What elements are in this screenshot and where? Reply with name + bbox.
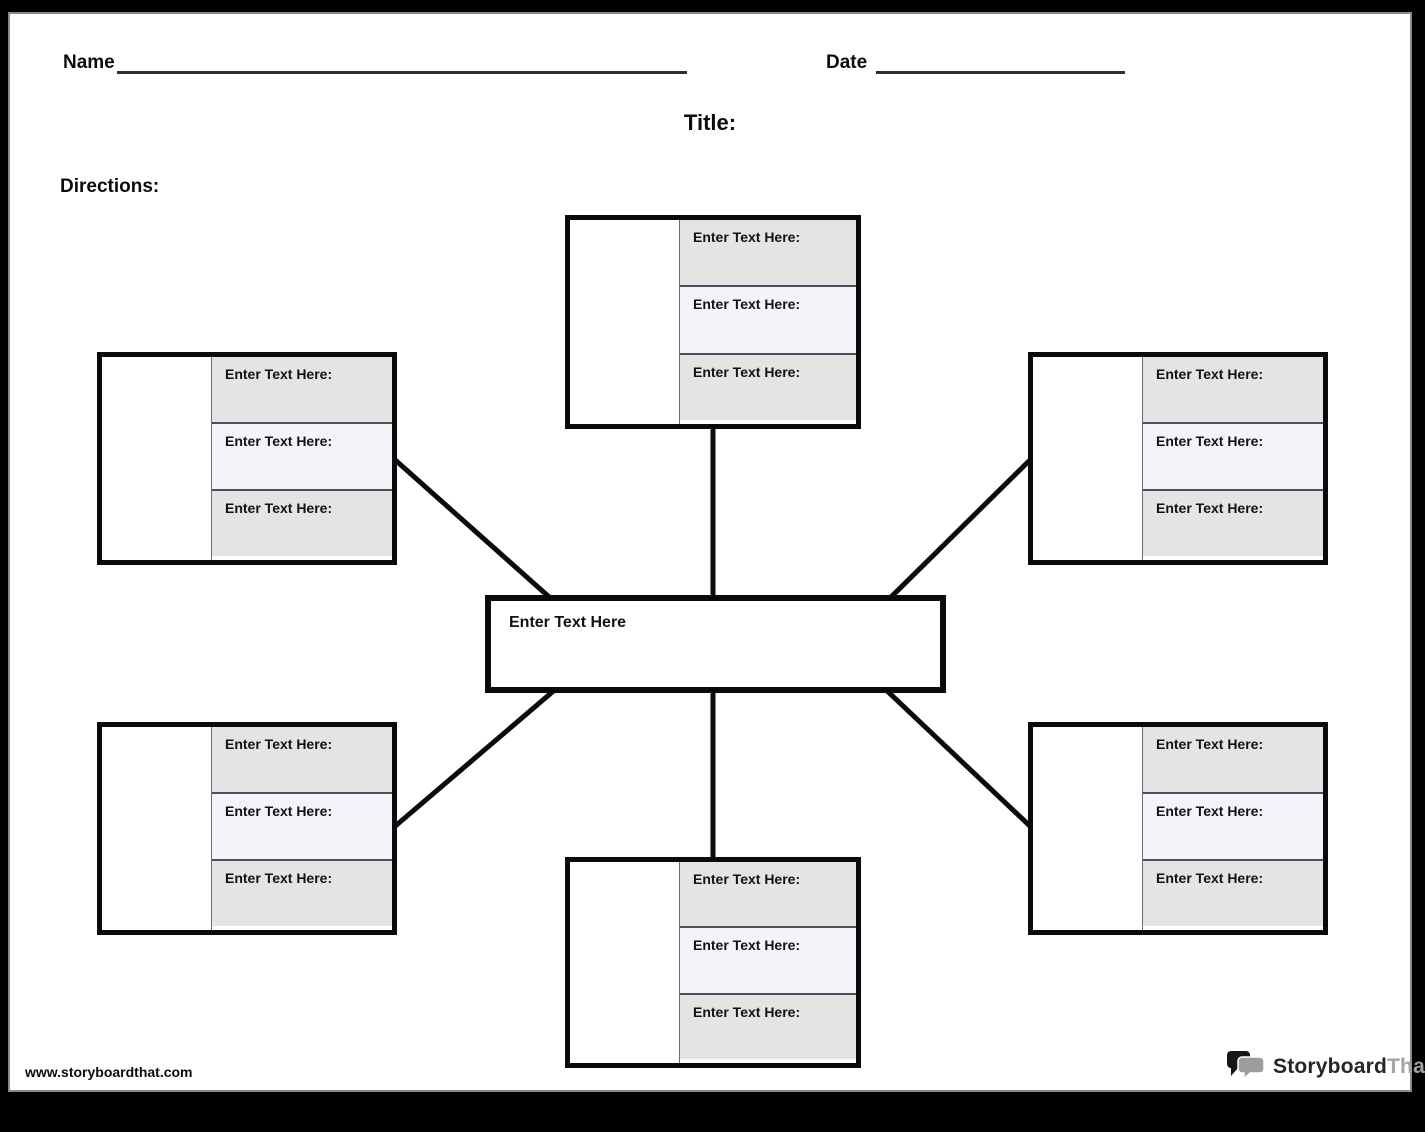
text-cell[interactable]: Enter Text Here: — [680, 862, 856, 927]
spoke-box-bottom-center: Enter Text Here: Enter Text Here: Enter … — [565, 857, 861, 1068]
text-cell[interactable]: Enter Text Here: — [212, 727, 392, 792]
spoke-box-middle-right: Enter Text Here: Enter Text Here: Enter … — [1028, 352, 1328, 565]
spoke-rows: Enter Text Here: Enter Text Here: Enter … — [680, 220, 856, 420]
text-cell[interactable]: Enter Text Here: — [1143, 727, 1323, 792]
spoke-image-cell[interactable] — [102, 727, 212, 930]
date-label: Date — [826, 52, 868, 73]
logo-text-primary: Storyboard — [1273, 1055, 1388, 1078]
spoke-rows: Enter Text Here: Enter Text Here: Enter … — [212, 357, 392, 556]
text-cell[interactable]: Enter Text Here: — [680, 220, 856, 286]
spoke-image-cell[interactable] — [102, 357, 212, 560]
text-cell[interactable]: Enter Text Here: — [680, 352, 856, 420]
spoke-box-top-center: Enter Text Here: Enter Text Here: Enter … — [565, 215, 861, 429]
spoke-box-bottom-left: Enter Text Here: Enter Text Here: Enter … — [97, 722, 397, 935]
text-cell[interactable]: Enter Text Here: — [1143, 792, 1323, 859]
text-cell[interactable]: Enter Text Here: — [1143, 859, 1323, 926]
text-cell[interactable]: Enter Text Here: — [212, 357, 392, 422]
spoke-image-cell[interactable] — [1033, 727, 1143, 930]
center-topic-cell[interactable]: Enter Text Here — [485, 595, 946, 693]
name-blank-line[interactable] — [117, 71, 687, 74]
date-blank-line[interactable] — [876, 71, 1125, 74]
text-cell[interactable]: Enter Text Here: — [1143, 422, 1323, 489]
spoke-image-cell[interactable] — [570, 862, 680, 1063]
text-cell[interactable]: Enter Text Here: — [1143, 357, 1323, 422]
title-label: Title: — [683, 110, 737, 135]
spoke-box-middle-left: Enter Text Here: Enter Text Here: Enter … — [97, 352, 397, 565]
directions-label: Directions: — [60, 176, 160, 197]
text-cell[interactable]: Enter Text Here: — [212, 859, 392, 926]
text-cell[interactable]: Enter Text Here: — [212, 422, 392, 489]
text-cell[interactable]: Enter Text Here: — [680, 285, 856, 353]
spoke-image-cell[interactable] — [570, 220, 680, 424]
text-cell[interactable]: Enter Text Here: — [212, 792, 392, 859]
spoke-rows: Enter Text Here: Enter Text Here: Enter … — [680, 862, 856, 1059]
connector-lines — [391, 427, 1034, 861]
logo-text-secondary: That — [1387, 1055, 1425, 1078]
footer-url: www.storyboardthat.com — [25, 1064, 193, 1080]
spoke-rows: Enter Text Here: Enter Text Here: Enter … — [1143, 357, 1323, 556]
worksheet-page: Name Date Title: Directions: Enter Text … — [8, 12, 1425, 1092]
name-label: Name — [63, 52, 115, 73]
text-cell[interactable]: Enter Text Here: — [680, 992, 856, 1059]
text-cell[interactable]: Enter Text Here: — [680, 926, 856, 993]
logo-wordmark: StoryboardThat — [1273, 1055, 1425, 1079]
spoke-image-cell[interactable] — [1033, 357, 1143, 560]
spoke-rows: Enter Text Here: Enter Text Here: Enter … — [212, 727, 392, 926]
storyboardthat-logo: StoryboardThat — [1226, 1050, 1425, 1084]
spoke-box-bottom-right: Enter Text Here: Enter Text Here: Enter … — [1028, 722, 1328, 935]
spoke-rows: Enter Text Here: Enter Text Here: Enter … — [1143, 727, 1323, 926]
speech-bubbles-icon — [1226, 1050, 1266, 1084]
text-cell[interactable]: Enter Text Here: — [1143, 489, 1323, 556]
text-cell[interactable]: Enter Text Here: — [212, 489, 392, 556]
